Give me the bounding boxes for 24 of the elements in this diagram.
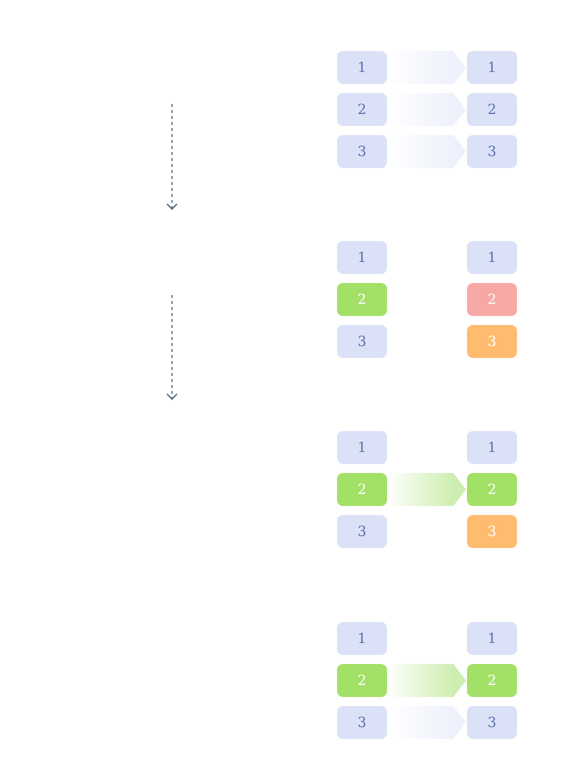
- number-box: 1: [337, 431, 387, 464]
- number-box: 3: [337, 515, 387, 548]
- number-box: 2: [337, 664, 387, 697]
- number-box: 1: [467, 431, 517, 464]
- number-box: 3: [467, 135, 517, 168]
- number-box: 3: [467, 706, 517, 739]
- number-box: 1: [467, 241, 517, 274]
- number-box: 1: [467, 622, 517, 655]
- number-box: 3: [337, 325, 387, 358]
- number-box: 2: [467, 93, 517, 126]
- number-box: 2: [467, 664, 517, 697]
- number-box: 3: [337, 135, 387, 168]
- number-box: 2: [337, 283, 387, 316]
- number-box: 1: [467, 51, 517, 84]
- number-box: 2: [467, 283, 517, 316]
- number-box: 1: [337, 622, 387, 655]
- number-box: 1: [337, 51, 387, 84]
- number-box: 1: [337, 241, 387, 274]
- number-box: 3: [337, 706, 387, 739]
- number-box: 2: [337, 473, 387, 506]
- number-box: 3: [467, 515, 517, 548]
- number-box: 2: [337, 93, 387, 126]
- number-box: 2: [467, 473, 517, 506]
- number-box: 3: [467, 325, 517, 358]
